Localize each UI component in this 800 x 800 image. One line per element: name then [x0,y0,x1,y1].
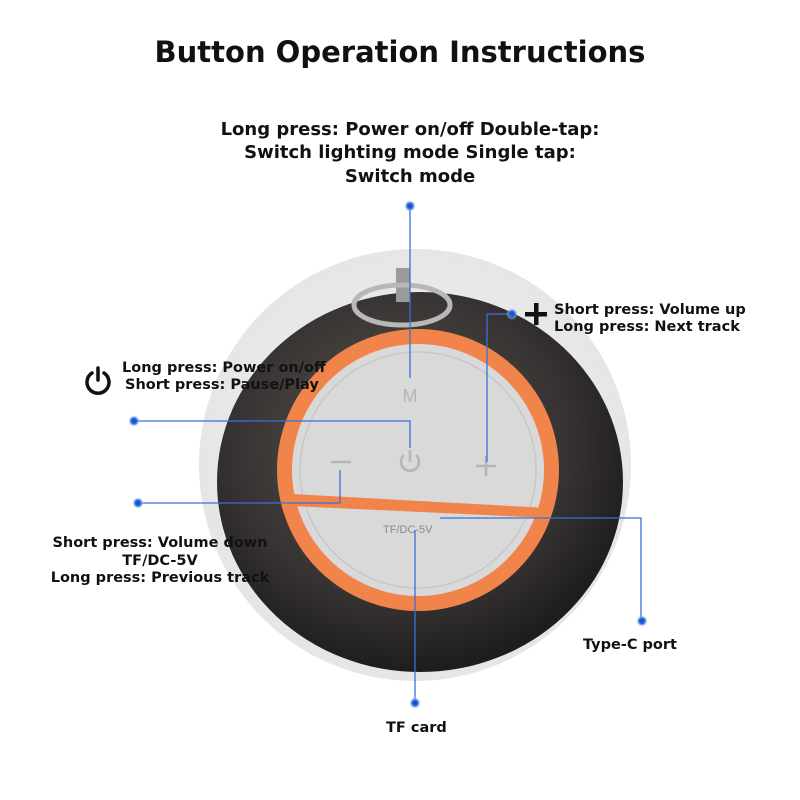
typec-port-label: Type-C port [583,637,677,653]
port-panel-label: TF/DC-5V [383,524,433,536]
power-icon [85,366,111,395]
keyring [351,268,453,328]
callout-lines [135,206,642,702]
m-key-glyph: M [403,386,418,406]
plus-icon [525,303,547,325]
plus-button-description: Short press: Volume up Long press: Next … [554,302,746,335]
tf-card-label: TF card [386,720,447,736]
button-face [292,344,544,596]
minus-button-description: Short press: Volume down TF/DC-5V Long p… [50,535,270,587]
orange-divider [292,494,548,518]
power-button-description: Long press: Power on/off Short press: Pa… [122,360,326,393]
power-key-glyph [399,450,421,472]
m-button-description: Long press: Power on/off Double-tap: Swi… [220,119,600,187]
callout-dots [128,200,648,709]
plus-key-glyph [476,456,496,476]
page-title: Button Operation Instructions [154,35,646,69]
